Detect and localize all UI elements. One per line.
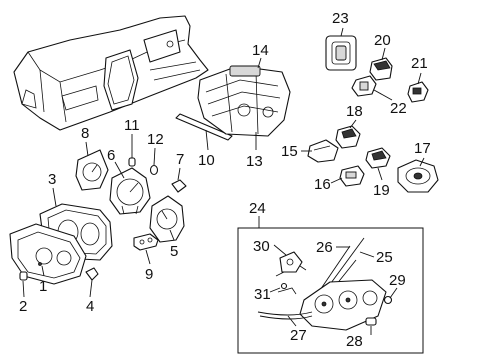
callout-28: 28 <box>346 333 363 350</box>
callout-19: 19 <box>373 182 390 199</box>
callout-8: 8 <box>81 125 89 142</box>
part-21-illustration <box>407 81 429 103</box>
callout-labels: 1 2 3 4 5 6 7 8 9 10 11 12 13 14 15 16 1… <box>19 10 431 350</box>
part-13-14-illustration <box>197 65 291 137</box>
callout-9: 9 <box>145 266 153 283</box>
callout-6: 6 <box>107 147 115 164</box>
part-20-illustration <box>369 57 393 81</box>
callout-5: 5 <box>170 243 178 260</box>
part-30-illustration <box>275 251 307 277</box>
callout-17: 17 <box>414 140 431 157</box>
part-27-cable <box>257 311 313 320</box>
part-17-illustration <box>397 159 439 193</box>
part-19-illustration <box>365 147 391 169</box>
callout-16: 16 <box>314 176 331 193</box>
instrument-panel-illustration <box>13 15 209 131</box>
part-11-illustration <box>128 157 136 167</box>
callout-27: 27 <box>290 327 307 344</box>
part-29-illustration <box>383 295 393 305</box>
callout-25: 25 <box>376 249 393 266</box>
callout-2: 2 <box>19 298 27 315</box>
part-12-illustration <box>149 164 159 176</box>
part-31-illustration <box>277 282 297 295</box>
part-16-illustration <box>339 165 365 187</box>
part-6-illustration <box>109 167 151 215</box>
part-9-illustration <box>133 233 159 251</box>
callout-13: 13 <box>246 153 263 170</box>
part-1-illustration <box>9 223 87 285</box>
callout-23: 23 <box>332 10 349 27</box>
callout-30: 30 <box>253 238 270 255</box>
hvac-inset-box <box>237 227 424 354</box>
part-22-illustration <box>351 75 377 97</box>
callout-10: 10 <box>198 152 215 169</box>
callout-1: 1 <box>39 278 47 295</box>
callout-14: 14 <box>252 42 269 59</box>
leader-lines <box>22 27 425 335</box>
callout-22: 22 <box>390 100 407 117</box>
callout-15: 15 <box>281 143 298 160</box>
part-2-illustration <box>19 271 28 281</box>
callout-7: 7 <box>176 151 184 168</box>
part-15-illustration <box>307 139 339 163</box>
part-7-illustration <box>171 179 187 193</box>
callout-20: 20 <box>374 32 391 49</box>
callout-24: 24 <box>249 200 266 217</box>
part-5-illustration <box>149 195 185 243</box>
part-18-illustration <box>335 125 361 149</box>
callout-21: 21 <box>411 55 428 72</box>
callout-11: 11 <box>124 117 140 134</box>
callout-26: 26 <box>316 239 333 256</box>
part-8-illustration <box>75 149 109 191</box>
callout-31: 31 <box>254 286 271 303</box>
callout-3: 3 <box>48 171 56 188</box>
part-10-illustration <box>175 113 233 141</box>
callout-12: 12 <box>147 131 164 148</box>
part-28-illustration <box>365 317 377 326</box>
callout-4: 4 <box>86 298 94 315</box>
callout-29: 29 <box>389 272 406 289</box>
callout-18: 18 <box>346 103 363 120</box>
part-4-illustration <box>85 267 99 281</box>
part-23-illustration <box>325 35 357 71</box>
